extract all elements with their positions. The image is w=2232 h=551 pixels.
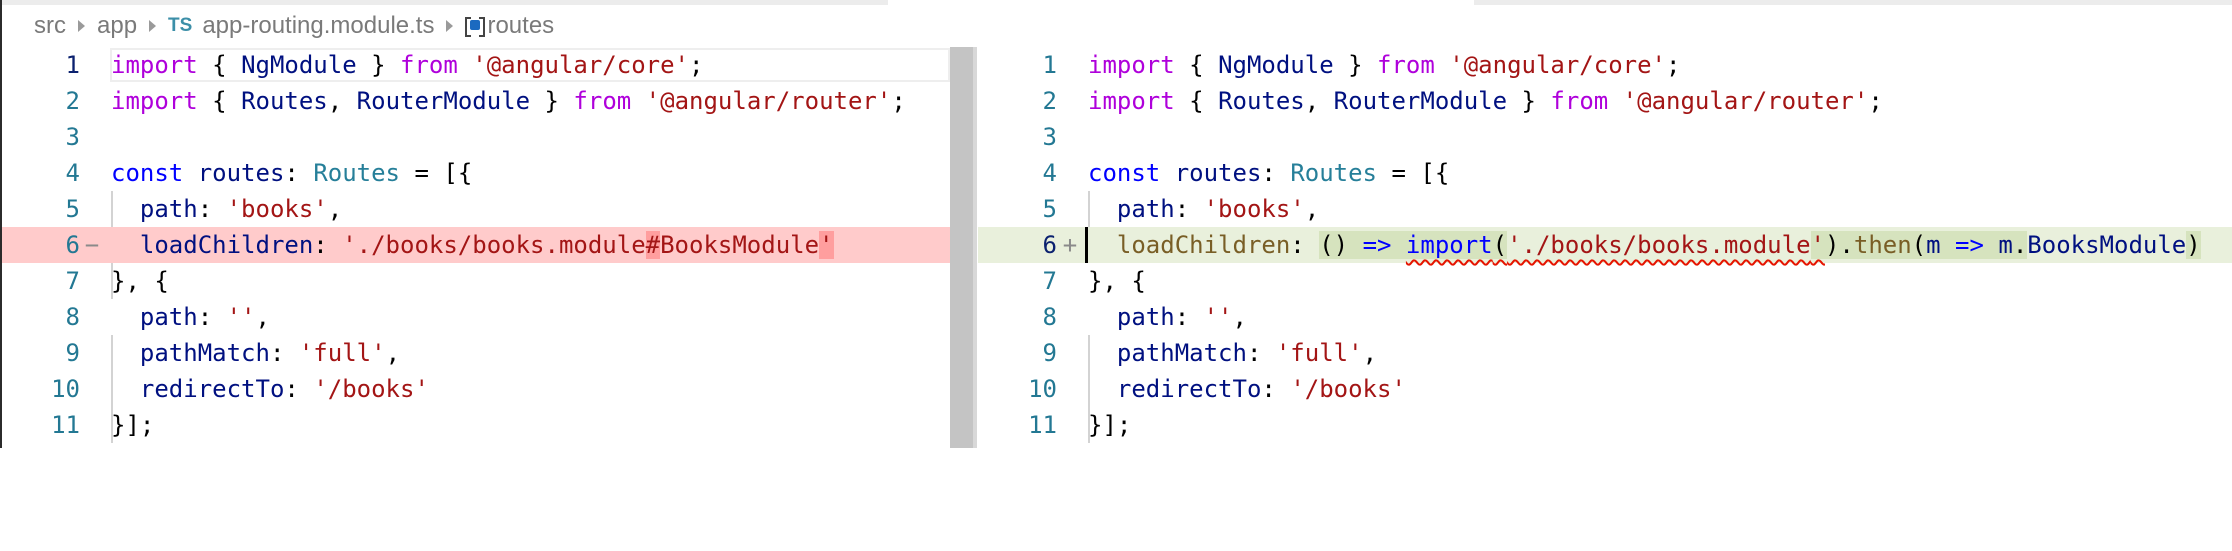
breadcrumb-item-symbol[interactable]: routes [487,12,555,39]
code-line[interactable]: 1 import { NgModule } from '@angular/cor… [2,47,950,83]
line-number: 7 [1042,267,1057,295]
code-line[interactable]: 10 redirectTo: '/books' [978,371,2232,407]
line-number: 9 [65,339,80,367]
line-number: 6 [1042,231,1057,259]
code-text: import { NgModule } from '@angular/core'… [1088,51,1681,79]
indent-guide [1088,335,1090,443]
added-word-highlight: ').then(m => m. [1810,231,2028,259]
line-number: 8 [65,303,80,331]
line-number: 4 [1042,159,1057,187]
code-line[interactable]: 2 import { Routes, RouterModule } from '… [2,83,950,119]
diff-original-pane[interactable]: 1 import { NgModule } from '@angular/cor… [2,47,950,443]
code-line[interactable]: 7 }, { [2,263,950,299]
code-text: import { Routes, RouterModule } from '@a… [111,87,906,115]
code-line[interactable]: 9 pathMatch: 'full', [2,335,950,371]
minus-icon: − [84,231,100,259]
line-number: 7 [65,267,80,295]
line-number: 9 [1042,339,1057,367]
line-number: 3 [65,123,80,151]
code-text: }, { [111,267,169,295]
chevron-right-icon [78,20,85,32]
code-text: pathMatch: 'full', [139,339,401,367]
code-text: }]; [1088,411,1132,439]
deleted-line[interactable]: 6 − loadChildren: './books/books.module#… [2,227,950,263]
code-line[interactable]: 9 pathMatch: 'full', [978,335,2232,371]
line-number: 2 [65,87,80,115]
line-number: 1 [65,51,80,79]
line-number: 3 [1042,123,1057,151]
code-text: path: 'books', [1116,195,1320,223]
code-text: import { NgModule } from '@angular/core'… [111,51,704,79]
plus-icon: + [1062,231,1078,259]
symbol-variable-icon [465,17,486,37]
code-text: pathMatch: 'full', [1116,339,1378,367]
code-line[interactable]: 4 const routes: Routes = [{ [2,155,950,191]
code-line[interactable]: 11 }]; [2,407,950,443]
line-number: 5 [65,195,80,223]
code-line[interactable]: 3 [2,119,950,155]
code-text: redirectTo: '/books' [139,375,429,403]
code-text: const routes: Routes = [{ [1088,159,1450,187]
code-line[interactable]: 5 path: 'books', [2,191,950,227]
breadcrumb-item-app[interactable]: app [97,12,138,39]
line-number: 1 [1042,51,1057,79]
diff-overview-scrollbar[interactable] [950,47,977,448]
code-line[interactable]: 2 import { Routes, RouterModule } from '… [978,83,2232,119]
typescript-file-icon: TS [168,15,193,36]
chevron-right-icon [446,20,454,32]
added-line[interactable]: 6 + loadChildren: () => import('./books/… [978,227,2232,263]
chevron-right-icon [149,20,157,32]
code-text: }, { [1088,267,1146,295]
code-line[interactable]: 8 path: '', [978,299,2232,335]
tab-strip-left [2,0,888,5]
code-text: }]; [111,411,155,439]
deleted-word-highlight: # [645,231,661,259]
code-line[interactable]: 8 path: '', [2,299,950,335]
code-text: path: 'books', [139,195,343,223]
line-number: 11 [51,411,80,439]
code-text: path: '', [139,303,270,331]
code-text: path: '', [1116,303,1247,331]
code-line[interactable]: 10 redirectTo: '/books' [2,371,950,407]
code-line[interactable]: 3 [978,119,2232,155]
diff-modified-pane[interactable]: 1 import { NgModule } from '@angular/cor… [978,47,2232,443]
breadcrumb-item-file[interactable]: app-routing.module.ts [202,12,435,39]
window-left-border [0,0,2,448]
scrollbar-edge [973,47,977,448]
added-word-highlight: ) [2186,231,2201,259]
line-number: 5 [1042,195,1057,223]
code-text: const routes: Routes = [{ [111,159,473,187]
code-line[interactable]: 11 }]; [978,407,2232,443]
code-line[interactable]: 7 }, { [978,263,2232,299]
line-number: 2 [1042,87,1057,115]
line-number: 10 [51,375,80,403]
deleted-word-highlight: ' [819,231,834,259]
line-number: 4 [65,159,80,187]
text-cursor [1085,227,1088,263]
line-number: 10 [1028,375,1057,403]
code-text: redirectTo: '/books' [1116,375,1406,403]
tab-strip-right [1474,0,2232,5]
line-number: 6 [65,231,80,259]
line-number: 8 [1042,303,1057,331]
code-line[interactable]: 5 path: 'books', [978,191,2232,227]
breadcrumb: src app TS app-routing.module.ts routes [34,8,554,44]
error-squiggle: import [1405,231,1493,259]
line-number: 11 [1028,411,1057,439]
breadcrumb-item-src[interactable]: src [34,12,66,39]
added-word-highlight: () => import( [1319,231,1508,259]
code-text: loadChildren: './books/books.module#Book… [139,231,834,259]
code-line[interactable]: 4 const routes: Routes = [{ [978,155,2232,191]
indent-guide [111,335,113,443]
code-line[interactable]: 1 import { NgModule } from '@angular/cor… [978,47,2232,83]
code-text: import { Routes, RouterModule } from '@a… [1088,87,1883,115]
code-text: loadChildren: () => import('./books/book… [1116,231,2201,259]
